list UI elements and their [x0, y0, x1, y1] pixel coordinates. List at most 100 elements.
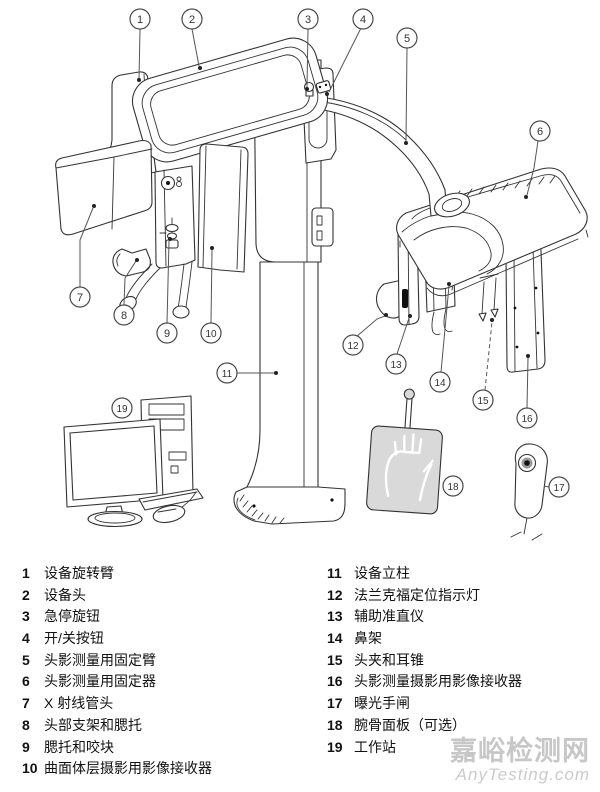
wall-bracket [311, 207, 334, 247]
legend-item-8: 8 头部支架和腮托 [22, 715, 212, 737]
watermark-title: 嘉峪检测网 [450, 736, 590, 767]
workstation [63, 395, 204, 528]
callout-circle-1 [129, 8, 151, 30]
watermark: 嘉峪检测网 AnyTesting.com [450, 738, 590, 785]
legend-item-label: 头夹和耳锥 [354, 651, 424, 668]
callout-leader-7 [79, 207, 94, 287]
legend-item-18: 18 腕骨面板（可选） [327, 715, 522, 737]
callout-number-14: 14 [434, 378, 446, 389]
legend-item-number: 7 [22, 695, 30, 712]
callout-dot-14 [447, 282, 451, 286]
gantry [55, 37, 332, 236]
callout-number-15: 15 [477, 396, 489, 407]
callout-circle-15 [472, 389, 494, 411]
legend-item-number: 9 [22, 738, 30, 755]
legend-item-label: 腮托和咬块 [44, 738, 114, 755]
legend-item-number: 17 [327, 695, 343, 712]
legend-item-label: 头影测量摄影用影像接收器 [354, 673, 522, 690]
callout-circle-8 [113, 304, 135, 326]
power-button-panel [315, 80, 332, 94]
xray-tube-head [55, 139, 153, 236]
callout-dot-12 [384, 313, 388, 317]
legend-item-label: 腕骨面板（可选） [354, 716, 466, 733]
legend-item-label: 头影测量用固定臂 [44, 651, 156, 668]
legend-item-number: 8 [22, 716, 30, 733]
frankfort-light [375, 279, 405, 319]
ceph-image-receptor [505, 245, 546, 373]
callout-circle-7 [69, 286, 91, 308]
callout-leader-10 [210, 249, 213, 324]
callout-circle-11 [216, 362, 238, 384]
callout-leader-14 [440, 285, 450, 373]
callout-number-19: 19 [116, 404, 128, 415]
callout-number-13: 13 [390, 360, 402, 371]
callout-leader-1 [138, 28, 141, 80]
monitor [63, 418, 164, 528]
callout-leader-2 [191, 28, 200, 67]
callout-dot-8 [135, 258, 139, 262]
callout-number-6: 6 [537, 126, 543, 138]
callout-circle-18 [442, 475, 464, 497]
legend-item-7: 7 X 射线管头 [22, 693, 212, 715]
callout-circle-9 [156, 322, 178, 344]
legend-item-label: 头部支架和腮托 [44, 716, 142, 733]
callout-circle-17 [548, 476, 570, 498]
callout-number-11: 11 [222, 369, 233, 380]
exposure-switch [510, 443, 548, 541]
legend-item-number: 13 [327, 608, 343, 625]
callout-circle-10 [200, 322, 222, 344]
ceph-table [396, 167, 588, 290]
callout-dot-9 [168, 237, 172, 241]
callout-number-17: 17 [553, 483, 565, 494]
head-support-bracket [112, 248, 151, 277]
callout-circle-16 [516, 407, 538, 429]
legend-item-label: 法兰克福定位指示灯 [354, 586, 480, 603]
callout-number-4: 4 [360, 14, 366, 26]
legend-item-number: 19 [327, 738, 343, 755]
callout-dot-3 [305, 87, 309, 91]
carpus-panel [366, 388, 443, 515]
callout-circle-4 [352, 8, 374, 30]
callout-circle-13 [385, 353, 407, 375]
legend-item-label: 曝光手闸 [354, 695, 410, 712]
legend-item-9: 9 腮托和咬块 [22, 737, 212, 759]
callout-dot-15 [490, 318, 494, 322]
callout-dot-10 [210, 246, 214, 250]
legend-item-number: 14 [327, 630, 343, 647]
callout-number-18: 18 [447, 482, 459, 493]
pano-image-receptor [197, 143, 249, 273]
callout-circle-12 [342, 334, 364, 356]
legend-item-label: X 射线管头 [44, 695, 114, 712]
callout-leader-6 [526, 140, 539, 196]
watermark-subtitle: AnyTesting.com [455, 765, 590, 785]
callout-leader-3 [306, 28, 309, 88]
callout-number-9: 9 [164, 328, 170, 340]
mouse [152, 491, 197, 524]
callout-leader-4 [328, 27, 362, 93]
legend-item-label: 开/关按钮 [44, 630, 104, 647]
callout-circle-14 [429, 371, 451, 393]
callout-dot-11 [274, 371, 278, 375]
legend-item-number: 6 [22, 673, 30, 690]
callout-leader-12 [355, 315, 386, 338]
legend-item-label: 设备头 [44, 586, 86, 603]
callout-leader-15 [484, 321, 493, 391]
callout-leader-5 [405, 47, 408, 142]
legend-item-number: 18 [327, 716, 343, 733]
legend-item-label: 设备立柱 [354, 565, 410, 581]
